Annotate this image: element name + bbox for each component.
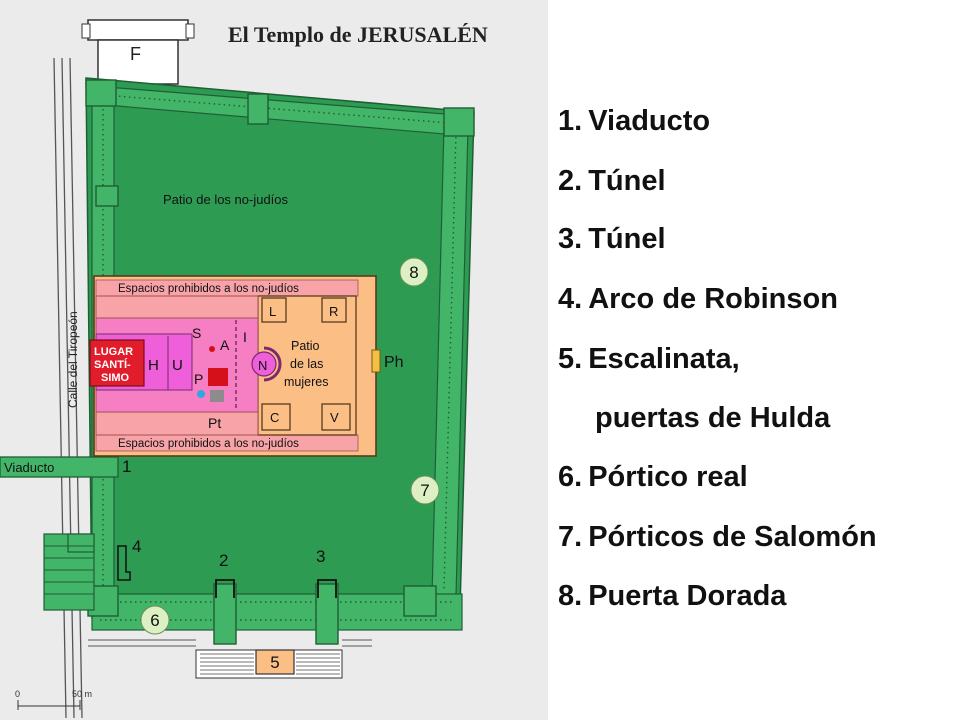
hulda-stairway xyxy=(195,649,343,679)
label-p: P xyxy=(194,371,203,387)
legend-text: Viaducto xyxy=(588,105,711,137)
women-label-3: mujeres xyxy=(284,375,328,389)
towers xyxy=(85,79,475,645)
legend-item-golden-gate: 8.Puerta Dorada xyxy=(558,579,786,613)
robinson-arch xyxy=(43,533,95,611)
ph-label: Ph xyxy=(384,354,404,371)
legend-text: Escalinata, xyxy=(588,343,740,375)
prohibited-top-label: Espacios prohibidos a los no-judíos xyxy=(118,283,299,295)
chamber-c xyxy=(261,403,291,431)
label-u: U xyxy=(172,357,183,374)
diagram-title: El Templo de JERUSALÉN xyxy=(228,22,488,47)
legend-number: 8. xyxy=(558,580,583,612)
legend-item-stairway: 5.Escalinata, xyxy=(558,342,740,376)
holy-label-2: SANTÍ- xyxy=(94,358,131,371)
legend-panel xyxy=(548,0,960,720)
label-s: S xyxy=(192,325,201,341)
label-i: I xyxy=(243,329,247,345)
label-h: H xyxy=(148,357,159,374)
gate-f-label: F xyxy=(130,44,141,64)
chamber-v xyxy=(321,403,351,431)
viaduct-label: Viaducto xyxy=(4,460,54,475)
legend-text: Túnel xyxy=(588,223,666,255)
scale-bar xyxy=(17,700,81,710)
legend-item-solomon: 7.Pórticos de Salomón xyxy=(558,520,877,554)
nicanor-gate xyxy=(251,346,282,382)
robinson-steps xyxy=(44,545,94,595)
label-r: R xyxy=(329,304,338,319)
altar xyxy=(208,368,228,386)
east-gate-ph xyxy=(371,349,381,373)
legend-number: 2. xyxy=(558,165,583,197)
holy-label-1: LUGAR xyxy=(94,346,133,358)
colonnade-dots xyxy=(100,94,463,621)
holy-label-3: SIMO xyxy=(101,372,130,384)
legend-item-royal-portico: 6.Pórtico real xyxy=(558,460,748,494)
laver xyxy=(210,390,224,402)
legend-item-tunnel-3: 3.Túnel xyxy=(558,222,666,256)
holy-of-holies xyxy=(89,339,145,387)
south-ground xyxy=(88,639,372,647)
label-c: C xyxy=(270,410,279,425)
gate-f xyxy=(81,19,195,85)
legend-text: Pórtico real xyxy=(588,461,748,493)
viaduct xyxy=(0,456,119,478)
blue-dot xyxy=(197,390,205,398)
label-pt: Pt xyxy=(208,415,221,431)
legend-item-viaduct: 1.Viaducto xyxy=(558,104,710,138)
chamber-l xyxy=(261,297,287,323)
arch-4-marker xyxy=(117,545,131,581)
label-v: V xyxy=(330,410,339,425)
legend-number: 1. xyxy=(558,105,583,137)
legend-number: 5. xyxy=(558,343,583,375)
legend-number: 6. xyxy=(558,461,583,493)
legend-text: Arco de Robinson xyxy=(588,283,838,315)
legend-number: 3. xyxy=(558,223,583,255)
street-label: Calle del Tiropeón xyxy=(66,311,80,408)
num-1: 1 xyxy=(122,457,131,476)
scale-fifty: 50 m xyxy=(72,689,92,699)
legend-item-tunnel-2: 2.Túnel xyxy=(558,164,666,198)
court-gentiles-label: Patio de los no-judíos xyxy=(163,192,289,207)
num-8: 8 xyxy=(409,263,418,282)
legend-text: Túnel xyxy=(588,165,666,197)
num-4: 4 xyxy=(132,537,141,556)
num-6: 6 xyxy=(150,611,159,630)
label-l: L xyxy=(269,304,276,319)
num-3: 3 xyxy=(316,547,325,566)
prohibited-bottom-label: Espacios prohibidos a los no-judíos xyxy=(118,438,299,450)
red-dot xyxy=(209,346,215,352)
legend-item-robinson: 4.Arco de Robinson xyxy=(558,282,838,316)
legend-number: 7. xyxy=(558,521,583,553)
legend-number: 4. xyxy=(558,283,583,315)
scale-zero: 0 xyxy=(15,689,20,699)
women-label-2: de las xyxy=(290,357,323,371)
label-n: N xyxy=(258,358,267,373)
label-a: A xyxy=(220,337,230,353)
women-label-1: Patio xyxy=(291,339,320,353)
legend-item-hulda: puertas de Hulda xyxy=(595,401,830,435)
legend-text: Pórticos de Salomón xyxy=(588,521,877,553)
legend-text: Puerta Dorada xyxy=(588,580,787,612)
legend-text: puertas de Hulda xyxy=(595,402,831,434)
tunnel-arches xyxy=(215,579,337,598)
num-2: 2 xyxy=(219,551,228,570)
marker-circles xyxy=(140,257,440,635)
num-7: 7 xyxy=(420,481,429,500)
num-5: 5 xyxy=(270,653,279,672)
chamber-r xyxy=(321,297,347,323)
